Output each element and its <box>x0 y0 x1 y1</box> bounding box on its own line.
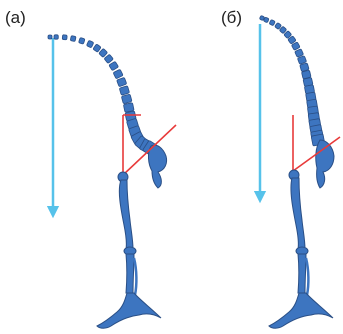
spine-a-vertebra <box>119 86 129 95</box>
spine-a-vertebra <box>62 35 67 40</box>
spine-b-vertebra <box>269 19 275 25</box>
spine-a-vertebra <box>93 44 101 52</box>
spine-a-vertebra <box>104 54 113 63</box>
spine-a-vertebra <box>123 103 134 113</box>
pelvis-a <box>148 145 166 188</box>
foot-a <box>97 293 161 328</box>
spine-b <box>259 15 324 146</box>
spine-a-vertebra <box>48 35 52 39</box>
fibula-a <box>134 258 136 295</box>
spine-a <box>48 35 158 156</box>
tibia-a <box>126 254 134 293</box>
spine-a-vertebra <box>79 37 86 44</box>
spine-a-vertebra <box>121 94 132 104</box>
spine-a-vertebra <box>113 69 123 79</box>
spine-a-vertebra <box>117 77 127 87</box>
tibia-b <box>298 254 306 293</box>
fibula-b <box>306 258 308 295</box>
femur-b <box>291 178 305 249</box>
spine-a-vertebra <box>70 36 76 42</box>
spine-a-vertebra <box>86 40 93 48</box>
panel-b <box>259 15 340 328</box>
panel-a <box>48 35 176 329</box>
spine-a-vertebra <box>54 35 58 39</box>
spine-a-vertebra <box>99 48 108 57</box>
foot-b <box>269 293 333 328</box>
femur-a <box>119 180 133 249</box>
spine-a-vertebra <box>109 61 119 70</box>
